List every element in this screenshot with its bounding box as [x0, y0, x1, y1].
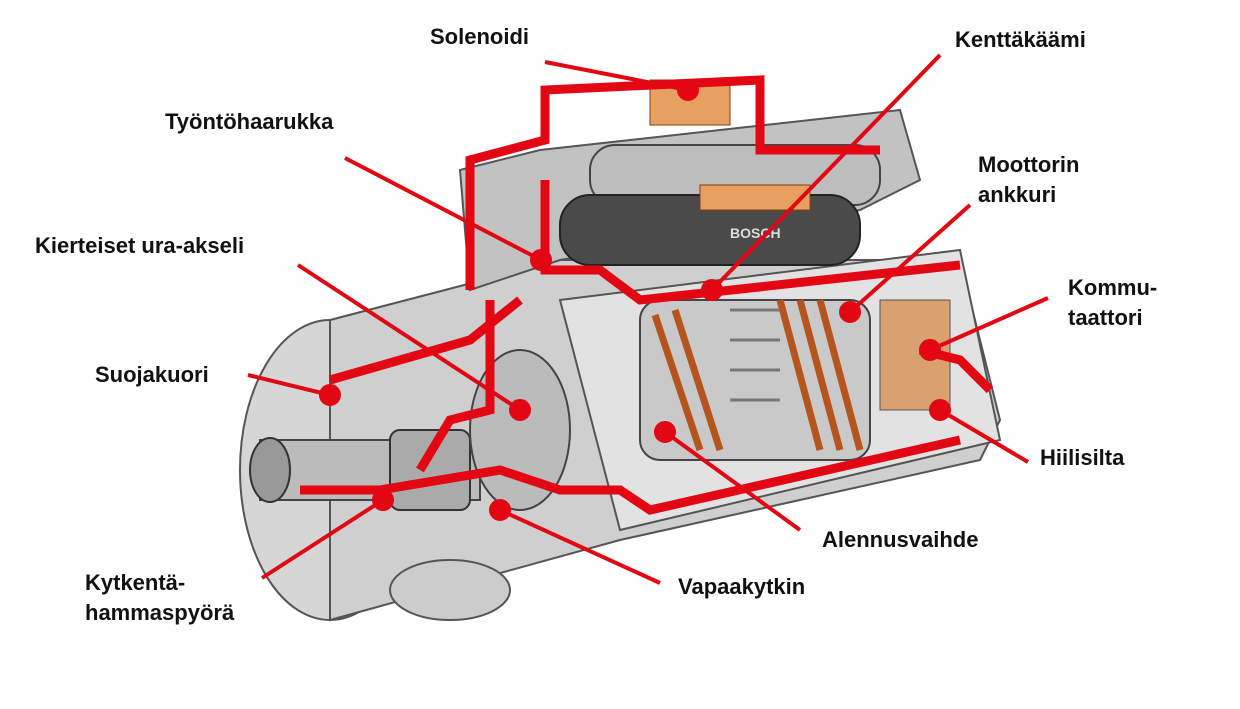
label-armature-line1: Moottorin [978, 152, 1080, 177]
label-armature: Moottorin ankkuri [978, 150, 1079, 210]
label-reduction-gear: Alennusvaihde [822, 527, 979, 552]
label-commutator-line2: taattori [1068, 305, 1143, 330]
label-helical-spline-shaft: Kierteiset ura-akseli [35, 233, 245, 258]
label-field-winding: Kenttäkäämi [955, 27, 1086, 52]
label-commutator-line1: Kommu- [1068, 275, 1158, 300]
leader-lines [247, 53, 1049, 585]
label-housing: Suojakuori [95, 362, 209, 387]
brand-mark: BOSCH [730, 225, 781, 241]
label-pinion-line2: hammaspyörä [85, 600, 235, 625]
label-solenoid: Solenoidi [430, 24, 529, 49]
label-shift-fork: Työntöhaarukka [165, 109, 334, 134]
label-pinion-gear: Kytkentä- hammaspyörä [85, 568, 234, 628]
label-armature-line2: ankkuri [978, 182, 1057, 207]
label-freewheel-clutch: Vapaakytkin [678, 574, 806, 599]
label-commutator: Kommu- taattori [1068, 273, 1157, 333]
label-pinion-line1: Kytkentä- [85, 570, 186, 595]
label-brush-holder: Hiilisilta [1040, 445, 1125, 470]
